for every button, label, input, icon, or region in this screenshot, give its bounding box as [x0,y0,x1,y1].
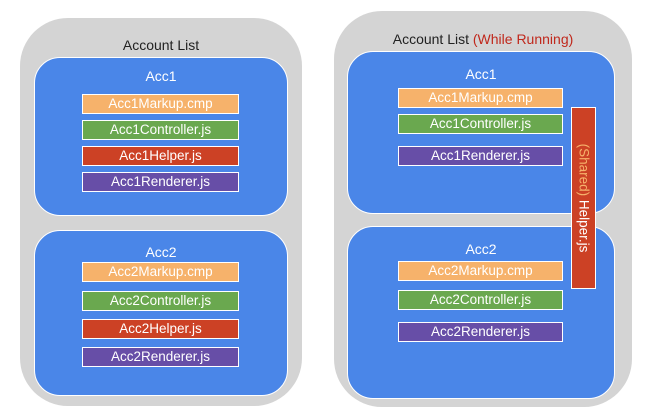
acc1-helper-file: Acc1Helper.js [82,146,239,166]
acc2-markup-file: Acc2Markup.cmp [82,262,239,282]
acc1-title: Acc1 [465,66,497,82]
panel-title: Account List (While Running) [392,31,574,47]
acc2-renderer-file: Acc2Renderer.js [82,347,239,367]
account-list-running-panel: Account List (While Running) Acc1 Acc1Ma… [334,11,632,407]
acc2-renderer-file: Acc2Renderer.js [398,322,563,342]
acc1-title: Acc1 [145,68,177,84]
account-list-panel: Account List Acc1 Acc1Markup.cmp Acc1Con… [20,18,302,406]
acc1-markup-file: Acc1Markup.cmp [82,94,239,114]
acc2-title: Acc2 [465,241,497,257]
shared-helper-label: (Shared) Helper.js [576,143,591,253]
acc1-markup-file: Acc1Markup.cmp [398,88,563,108]
acc2-helper-file: Acc2Helper.js [82,319,239,339]
acc1-controller-file: Acc1Controller.js [398,114,563,134]
running-qualifier: (While Running) [472,31,574,47]
panel-title: Account List [122,37,200,53]
acc1-component: Acc1 Acc1Markup.cmp Acc1Controller.js Ac… [347,51,615,214]
acc2-component: Acc2 Acc2Markup.cmp Acc2Controller.js Ac… [347,226,615,399]
acc2-markup-file: Acc2Markup.cmp [398,261,563,281]
acc2-component: Acc2 Acc2Markup.cmp Acc2Controller.js Ac… [34,230,288,396]
shared-helper-file: (Shared) Helper.js [571,107,596,289]
acc1-controller-file: Acc1Controller.js [82,120,239,140]
acc1-component: Acc1 Acc1Markup.cmp Acc1Controller.js Ac… [34,57,288,216]
acc1-renderer-file: Acc1Renderer.js [398,146,563,166]
acc2-controller-file: Acc2Controller.js [82,291,239,311]
acc1-renderer-file: Acc1Renderer.js [82,172,239,192]
acc2-controller-file: Acc2Controller.js [398,290,563,310]
acc2-title: Acc2 [145,244,177,260]
